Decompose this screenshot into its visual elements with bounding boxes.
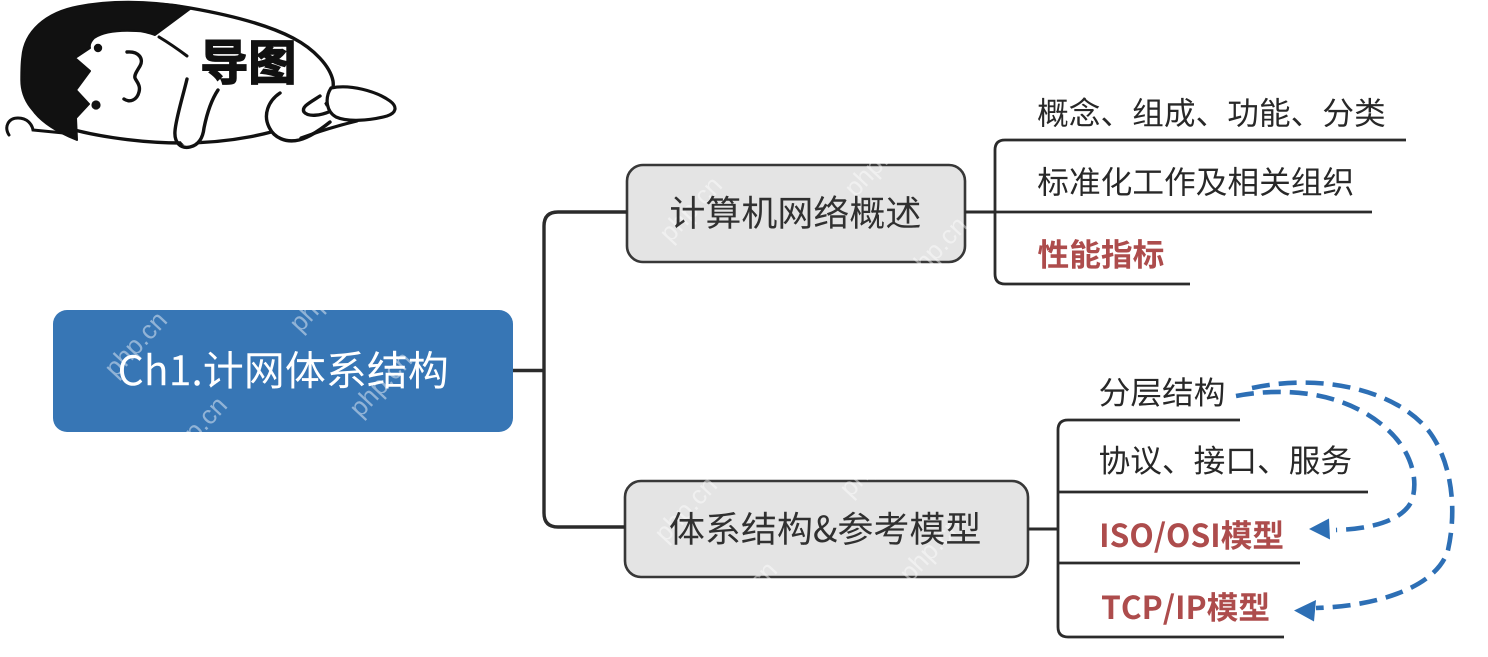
svg-text:php.cn: php.cn — [1208, 35, 1283, 113]
svg-text:php.cn: php.cn — [593, 85, 668, 163]
svg-text:php.cn: php.cn — [468, 215, 543, 293]
svg-text:php.cn: php.cn — [523, 600, 598, 657]
svg-text:php.cn: php.cn — [408, 130, 483, 208]
svg-text:php.cn: php.cn — [218, 475, 293, 553]
svg-text:php.cn: php.cn — [1383, 590, 1458, 657]
svg-text:php.cn: php.cn — [1388, 290, 1463, 368]
svg-text:php.cn: php.cn — [463, 515, 538, 593]
svg-text:php.cn: php.cn — [0, 135, 53, 213]
svg-text:php.cn: php.cn — [93, 605, 168, 657]
svg-text:php.cn: php.cn — [718, 0, 793, 33]
svg-text:php.cn: php.cn — [1393, 0, 1468, 68]
svg-text:php.cn: php.cn — [338, 645, 413, 657]
svg-text:php.cn: php.cn — [533, 0, 608, 78]
svg-text:php.cn: php.cn — [958, 295, 1033, 373]
svg-text:php.cn: php.cn — [1448, 375, 1488, 453]
svg-text:php.cn: php.cn — [953, 595, 1028, 657]
svg-text:php.cn: php.cn — [403, 430, 478, 508]
svg-text:php.cn: php.cn — [778, 40, 853, 118]
svg-text:php.cn: php.cn — [528, 300, 603, 378]
svg-text:php.cn: php.cn — [1203, 335, 1278, 413]
svg-text:php.cn: php.cn — [1453, 75, 1488, 153]
svg-text:php.cn: php.cn — [773, 340, 848, 418]
svg-text:php.cn: php.cn — [0, 435, 48, 513]
svg-text:php.cn: php.cn — [33, 520, 108, 598]
svg-text:php.cn: php.cn — [288, 0, 363, 38]
svg-text:php.cn: php.cn — [38, 220, 113, 298]
svg-text:php.cn: php.cn — [1083, 165, 1158, 243]
svg-text:php.cn: php.cn — [1148, 0, 1223, 28]
svg-text:php.cn: php.cn — [278, 560, 353, 638]
svg-text:php.cn: php.cn — [963, 0, 1038, 73]
svg-text:php.cn: php.cn — [768, 640, 843, 657]
svg-text:php.cn: php.cn — [588, 385, 663, 463]
svg-text:php.cn: php.cn — [1328, 205, 1403, 283]
svg-text:php.cn: php.cn — [223, 175, 298, 253]
svg-text:php.cn: php.cn — [1323, 505, 1398, 583]
svg-text:php.cn: php.cn — [713, 255, 788, 333]
